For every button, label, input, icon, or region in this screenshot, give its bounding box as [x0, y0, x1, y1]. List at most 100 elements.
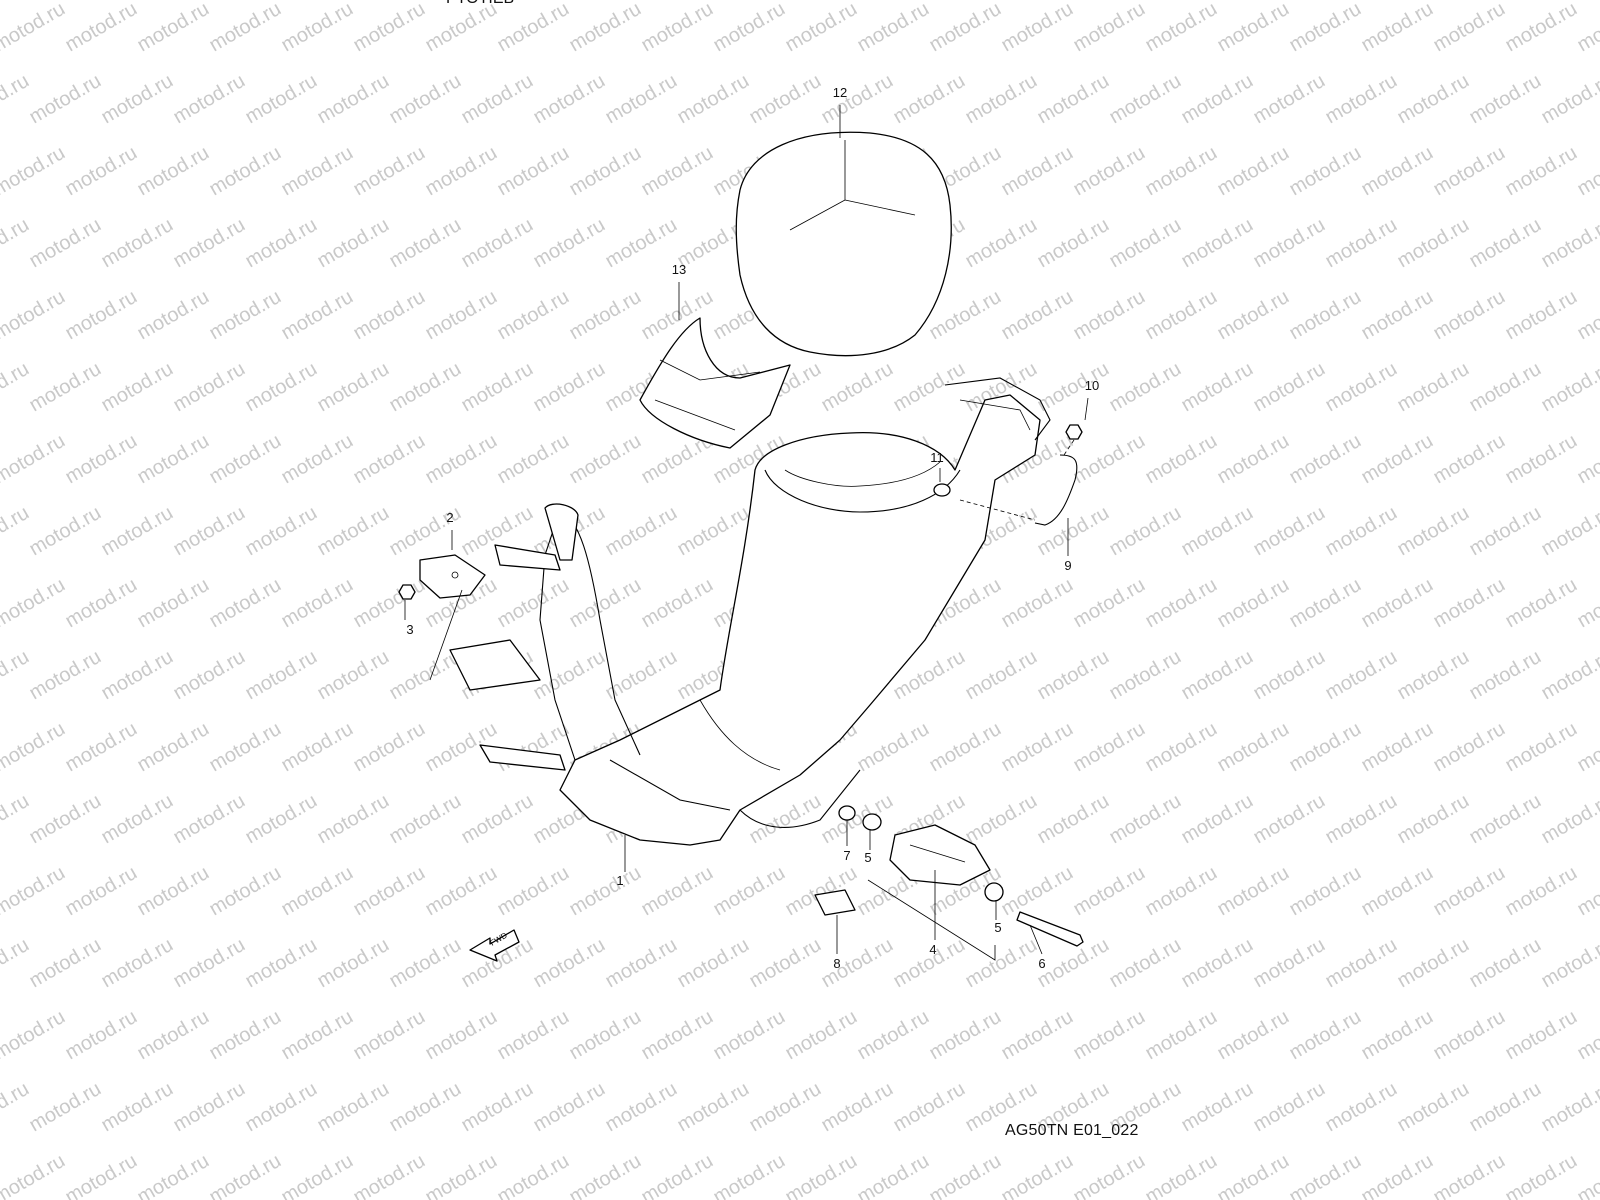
watermark-text: motod.ru	[1286, 862, 1365, 921]
watermark-text: motod.ru	[242, 646, 321, 705]
watermark-text: motod.ru	[566, 862, 645, 921]
watermark-text: motod.ru	[1502, 574, 1581, 633]
watermark-text: motod.ru	[1250, 934, 1329, 993]
watermark-text: motod.ru	[1322, 1078, 1401, 1137]
bracket-2-part	[419, 554, 486, 681]
watermark-text: motod.ru	[422, 0, 501, 56]
watermark-text: motod.ru	[1322, 502, 1401, 561]
watermark-text: motod.ru	[1178, 646, 1257, 705]
watermark-text: motod.ru	[1142, 0, 1221, 56]
watermark-text: motod.ru	[638, 862, 717, 921]
watermark-text: motod.ru	[818, 1078, 897, 1137]
watermark-text: motod.ru	[1070, 286, 1149, 345]
watermark-text: motod.ru	[1106, 790, 1185, 849]
watermark-text: motod.ru	[134, 0, 213, 56]
callout-5: 5	[864, 850, 871, 865]
watermark-text: motod.ru	[1142, 862, 1221, 921]
watermark-text: motod.ru	[1538, 790, 1600, 849]
watermark-text: motod.ru	[1286, 0, 1365, 56]
watermark-text: motod.ru	[1358, 1150, 1437, 1200]
watermark-text: motod.ru	[206, 142, 285, 201]
watermark-text: motod.ru	[386, 1078, 465, 1137]
watermark-text: motod.ru	[98, 646, 177, 705]
watermark-text: motod.ru	[638, 286, 717, 345]
watermark-text: motod.ru	[1214, 1150, 1293, 1200]
watermark-text: motod.ru	[1358, 1006, 1437, 1065]
watermark-text: motod.ru	[1538, 358, 1600, 417]
frame-1-part	[449, 377, 1051, 846]
watermark-text: motod.ru	[1142, 574, 1221, 633]
watermark-text: motod.ru	[1250, 502, 1329, 561]
watermark-text: motod.ru	[0, 286, 69, 345]
watermark-text: motod.ru	[782, 0, 861, 56]
watermark-text: motod.ru	[1070, 1150, 1149, 1200]
watermark-text: motod.ru	[62, 574, 141, 633]
watermark-text: motod.ru	[134, 142, 213, 201]
watermark-text: motod.ru	[1502, 0, 1581, 56]
watermark-text: motod.ru	[998, 286, 1077, 345]
watermark-text: motod.ru	[170, 502, 249, 561]
watermark-text: motod.ru	[0, 790, 33, 849]
watermark-text: motod.ru	[350, 862, 429, 921]
watermark-text: motod.ru	[1430, 1150, 1509, 1200]
watermark-text: motod.ru	[26, 790, 105, 849]
watermark-text: motod.ru	[854, 1150, 933, 1200]
watermark-text: motod.ru	[1214, 0, 1293, 56]
watermark-text: motod.ru	[1070, 1006, 1149, 1065]
watermark-text: motod.ru	[98, 70, 177, 129]
callout-8: 8	[833, 956, 840, 971]
watermark-text: motod.ru	[530, 214, 609, 273]
watermark-text: motod.ru	[1430, 574, 1509, 633]
watermark-text: motod.ru	[1430, 718, 1509, 777]
watermark-text: motod.ru	[1142, 430, 1221, 489]
watermark-text: motod.ru	[854, 718, 933, 777]
watermark-text: motod.ru	[638, 574, 717, 633]
watermark-text: motod.ru	[314, 502, 393, 561]
watermark-text: motod.ru	[1286, 1006, 1365, 1065]
watermark-text: motod.ru	[206, 430, 285, 489]
watermark-text: motod.ru	[1034, 70, 1113, 129]
watermark-text: motod.ru	[998, 142, 1077, 201]
watermark-text: motod.ru	[458, 214, 537, 273]
watermark-text: motod.ru	[0, 430, 69, 489]
watermark-text: motod.ru	[458, 358, 537, 417]
watermark-text: motod.ru	[386, 70, 465, 129]
watermark-text: motod.ru	[674, 1078, 753, 1137]
watermark-text: motod.ru	[1106, 502, 1185, 561]
watermark-text: motod.ru	[458, 70, 537, 129]
watermark-text: motod.ru	[206, 718, 285, 777]
watermark-text: motod.ru	[350, 430, 429, 489]
cut-off-heading: PTOTIEB	[446, 0, 514, 8]
watermark-text: motod.ru	[98, 502, 177, 561]
watermark-text: motod.ru	[0, 1150, 69, 1200]
callout-2: 2	[446, 510, 453, 525]
watermark-text: motod.ru	[314, 214, 393, 273]
watermark-text: motod.ru	[1574, 574, 1600, 633]
fwd-arrow-icon: FWD	[469, 929, 520, 962]
watermark-text: motod.ru	[206, 862, 285, 921]
watermark-text: motod.ru	[26, 934, 105, 993]
watermark-text: motod.ru	[1538, 70, 1600, 129]
watermark-text: motod.ru	[1034, 358, 1113, 417]
watermark-text: motod.ru	[962, 934, 1041, 993]
nut-3-part	[398, 584, 416, 600]
watermark-text: motod.ru	[1394, 502, 1473, 561]
watermark-text: motod.ru	[530, 358, 609, 417]
watermark-text: motod.ru	[278, 574, 357, 633]
bolt-6-part	[1016, 911, 1084, 947]
watermark-text: motod.ru	[206, 1006, 285, 1065]
watermark-text: motod.ru	[1430, 430, 1509, 489]
watermark-text: motod.ru	[1322, 358, 1401, 417]
watermark-text: motod.ru	[1178, 358, 1257, 417]
watermark-text: motod.ru	[0, 718, 69, 777]
watermark-text: motod.ru	[962, 790, 1041, 849]
watermark-text: motod.ru	[818, 934, 897, 993]
watermark-text: motod.ru	[1034, 502, 1113, 561]
watermark-text: motod.ru	[278, 1150, 357, 1200]
watermark-text: motod.ru	[1034, 214, 1113, 273]
watermark-text: motod.ru	[1322, 934, 1401, 993]
watermark-text: motod.ru	[1502, 286, 1581, 345]
watermark-text: motod.ru	[1466, 502, 1545, 561]
drawing-id: AG50TN E01_022	[1005, 1122, 1139, 1139]
watermark-text: motod.ru	[0, 574, 69, 633]
